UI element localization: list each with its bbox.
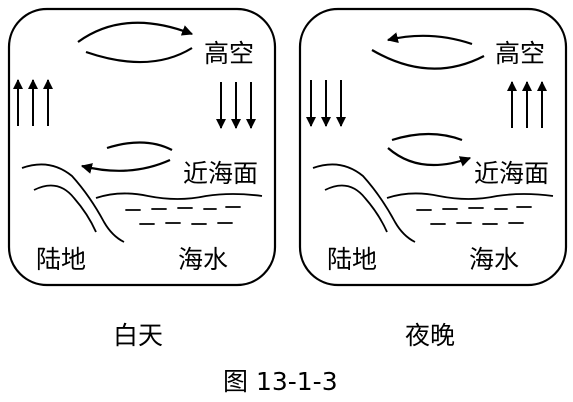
upper-air-label: 高空 <box>204 39 255 68</box>
sea-water-label: 海水 <box>178 245 229 274</box>
land-rising-air-arrows <box>13 79 53 126</box>
upper-air-return-arc <box>85 47 193 64</box>
sea-sinking-air-arrows <box>216 82 256 129</box>
daytime-frame <box>7 7 277 287</box>
coastline-lines <box>21 163 263 243</box>
land-sinking-air-arrows <box>306 80 346 127</box>
near-surface-return-arc <box>391 132 463 142</box>
figure-caption: 图 13-1-3 <box>223 367 338 396</box>
near-sea-surface-label: 近海面 <box>183 159 259 188</box>
upper-air-return-arc <box>371 49 485 70</box>
night-panel <box>298 7 568 287</box>
daytime-panel <box>7 7 277 287</box>
near-surface-flow-arrow <box>80 158 171 174</box>
near-surface-flow-arrow <box>387 147 472 167</box>
near-surface-return-arc <box>106 141 173 151</box>
upper-air-label: 高空 <box>495 39 546 68</box>
near-sea-surface-label: 近海面 <box>474 159 550 188</box>
land-label: 陆地 <box>36 245 87 274</box>
land-label: 陆地 <box>327 245 378 274</box>
sea-water-label: 海水 <box>469 245 520 274</box>
sea-water-dashes <box>416 206 532 225</box>
upper-air-flow-arrow <box>77 21 194 43</box>
coastline-lines <box>312 163 554 243</box>
sea-rising-air-arrows <box>507 81 547 128</box>
night-frame <box>298 7 568 287</box>
sea-water-dashes <box>125 206 241 225</box>
night-caption: 夜晚 <box>405 321 456 350</box>
upper-air-flow-arrow <box>386 32 473 46</box>
daytime-caption: 白天 <box>113 321 164 350</box>
